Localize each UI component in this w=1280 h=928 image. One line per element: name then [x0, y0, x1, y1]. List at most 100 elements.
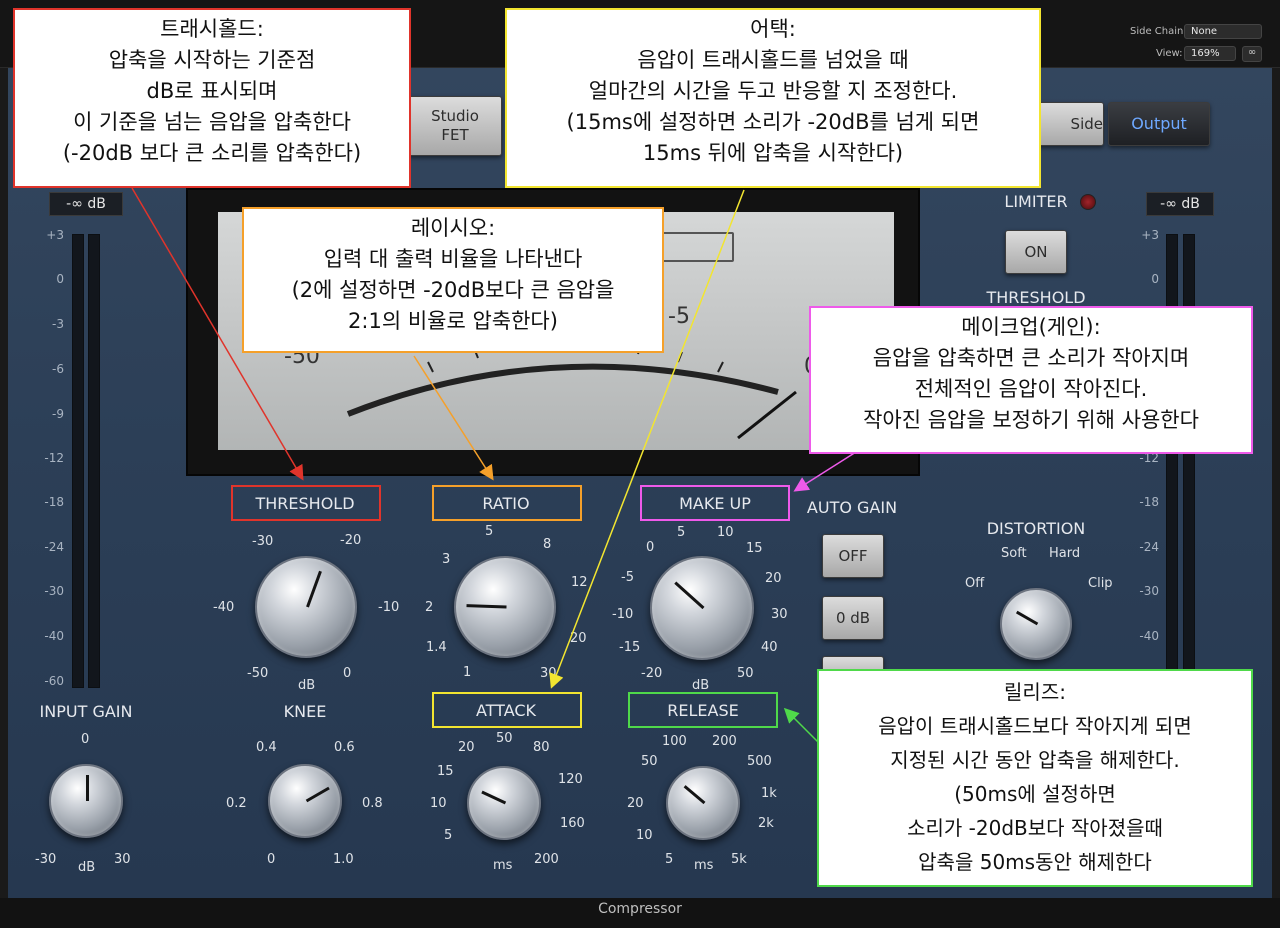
output-button[interactable]: Output: [1108, 102, 1210, 146]
attack-tick: 80: [533, 740, 550, 755]
meter-scale-tick: -12: [1139, 451, 1159, 465]
release-tick: 500: [747, 754, 772, 769]
studio-fet-button[interactable]: Studio FET: [408, 96, 502, 156]
meter-scale-tick: 0: [1151, 272, 1159, 286]
limiter-on-button[interactable]: ON: [1005, 230, 1067, 274]
attack-tick: 15: [437, 764, 454, 779]
release-tick: 2k: [758, 816, 774, 831]
vu-scale-mid: -5: [668, 304, 690, 329]
meter-scale-tick: -30: [44, 584, 64, 598]
attack-tick: 5: [444, 828, 453, 843]
sidechain-select[interactable]: None: [1184, 24, 1262, 39]
knee-knob[interactable]: [268, 764, 342, 838]
knee-tick: 0.8: [362, 796, 383, 811]
makeup-tick: 30: [771, 607, 788, 622]
makeup-tick: dB: [692, 678, 710, 693]
release-tick: 20: [627, 796, 644, 811]
makeup-label: MAKE UP: [679, 494, 751, 513]
threshold-tick: -10: [378, 600, 400, 615]
ratio-callout: 레이시오: 입력 대 출력 비율을 나타낸다 (2에 설정하면 -20dB보다 …: [242, 207, 664, 353]
auto-gain-label: AUTO GAIN: [806, 498, 898, 517]
meter-scale-tick: -6: [52, 362, 64, 376]
distortion-tick: Clip: [1088, 576, 1113, 591]
ratio-tick: 3: [442, 552, 451, 567]
distortion-label: DISTORTION: [986, 519, 1086, 538]
limiter-led: [1080, 194, 1096, 210]
meter-scale-tick: -12: [44, 451, 64, 465]
attack-tick: 20: [458, 740, 475, 755]
input-meter-bar-right: [88, 234, 100, 688]
attack-tick: 10: [430, 796, 447, 811]
input-gain-tick: 0: [81, 732, 90, 747]
meter-scale-tick: 0: [56, 272, 64, 286]
ratio-knob[interactable]: [454, 556, 556, 658]
threshold-tick: 0: [343, 666, 352, 681]
makeup-tick: -20: [641, 666, 663, 681]
makeup-tick: 5: [677, 525, 686, 540]
makeup-tick: -5: [621, 570, 634, 585]
meter-scale-tick: -3: [52, 317, 64, 331]
ratio-tick: 1.4: [426, 640, 447, 655]
meter-scale-tick: -18: [44, 495, 64, 509]
meter-scale-tick: -30: [1139, 584, 1159, 598]
link-icon[interactable]: ∞: [1242, 46, 1262, 62]
window-footer: Compressor: [0, 898, 1280, 928]
auto-gain-off-button[interactable]: OFF: [822, 534, 884, 578]
meter-scale-tick: -9: [52, 407, 64, 421]
release-tick: 5: [665, 852, 674, 867]
attack-label: ATTACK: [475, 701, 537, 720]
ratio-tick: 8: [543, 537, 552, 552]
release-callout: 릴리즈: 음압이 트래시홀드보다 작아지게 되면 지정된 시간 동안 압축을 해…: [817, 669, 1253, 887]
threshold-knob[interactable]: [255, 556, 357, 658]
ratio-tick: 12: [571, 575, 588, 590]
release-tick: 5k: [731, 852, 747, 867]
output-meter-readout: -∞ dB: [1146, 192, 1214, 216]
auto-gain-0db-button[interactable]: 0 dB: [822, 596, 884, 640]
makeup-tick: 50: [737, 666, 754, 681]
makeup-knob[interactable]: [650, 556, 754, 660]
meter-scale-tick: -60: [44, 674, 64, 688]
distortion-knob[interactable]: [1000, 588, 1072, 660]
ratio-tick: 20: [570, 631, 587, 646]
threshold-callout: 트래시홀드: 압축을 시작하는 기준점 dB로 표시되며 이 기준을 넘는 음압…: [13, 8, 411, 188]
meter-scale-tick: -18: [1139, 495, 1159, 509]
meter-scale-tick: -24: [44, 540, 64, 554]
limiter-threshold-label: THRESHOLD: [986, 288, 1086, 307]
ratio-tick: 2: [425, 600, 434, 615]
knee-tick: 1.0: [333, 852, 354, 867]
input-gain-tick: -30: [35, 852, 57, 867]
makeup-tick: -15: [619, 640, 641, 655]
makeup-highlight: [640, 485, 790, 521]
makeup-tick: 15: [746, 541, 763, 556]
threshold-tick: -20: [340, 533, 362, 548]
meter-scale-tick: +3: [46, 228, 64, 242]
release-tick: ms: [694, 858, 714, 873]
knee-tick: 0.2: [226, 796, 247, 811]
view-label: View:: [1156, 48, 1183, 59]
view-zoom-select[interactable]: 169%: [1184, 46, 1236, 61]
input-gain-label: INPUT GAIN: [39, 702, 133, 721]
input-gain-knob[interactable]: [49, 764, 123, 838]
threshold-tick: -40: [213, 600, 235, 615]
attack-highlight: [432, 692, 582, 728]
attack-tick: 120: [558, 772, 583, 787]
meter-scale-tick: -24: [1139, 540, 1159, 554]
makeup-tick: -10: [612, 607, 634, 622]
threshold-label: THRESHOLD: [255, 494, 355, 513]
attack-tick: 160: [560, 816, 585, 831]
release-knob[interactable]: [666, 766, 740, 840]
release-tick: 1k: [761, 786, 777, 801]
attack-knob[interactable]: [467, 766, 541, 840]
ratio-tick: 1: [463, 665, 472, 680]
meter-scale-tick: -40: [1139, 629, 1159, 643]
knee-tick: 0.6: [334, 740, 355, 755]
makeup-tick: 40: [761, 640, 778, 655]
ratio-highlight: [432, 485, 582, 521]
input-gain-tick: 30: [114, 852, 131, 867]
release-label: RELEASE: [667, 701, 739, 720]
distortion-tick: Soft: [1001, 546, 1027, 561]
attack-callout: 어택: 음압이 트래시홀드를 넘었을 때 얼마간의 시간을 두고 반응할 지 조…: [505, 8, 1041, 188]
distortion-tick: Off: [965, 576, 985, 591]
attack-tick: ms: [493, 858, 513, 873]
